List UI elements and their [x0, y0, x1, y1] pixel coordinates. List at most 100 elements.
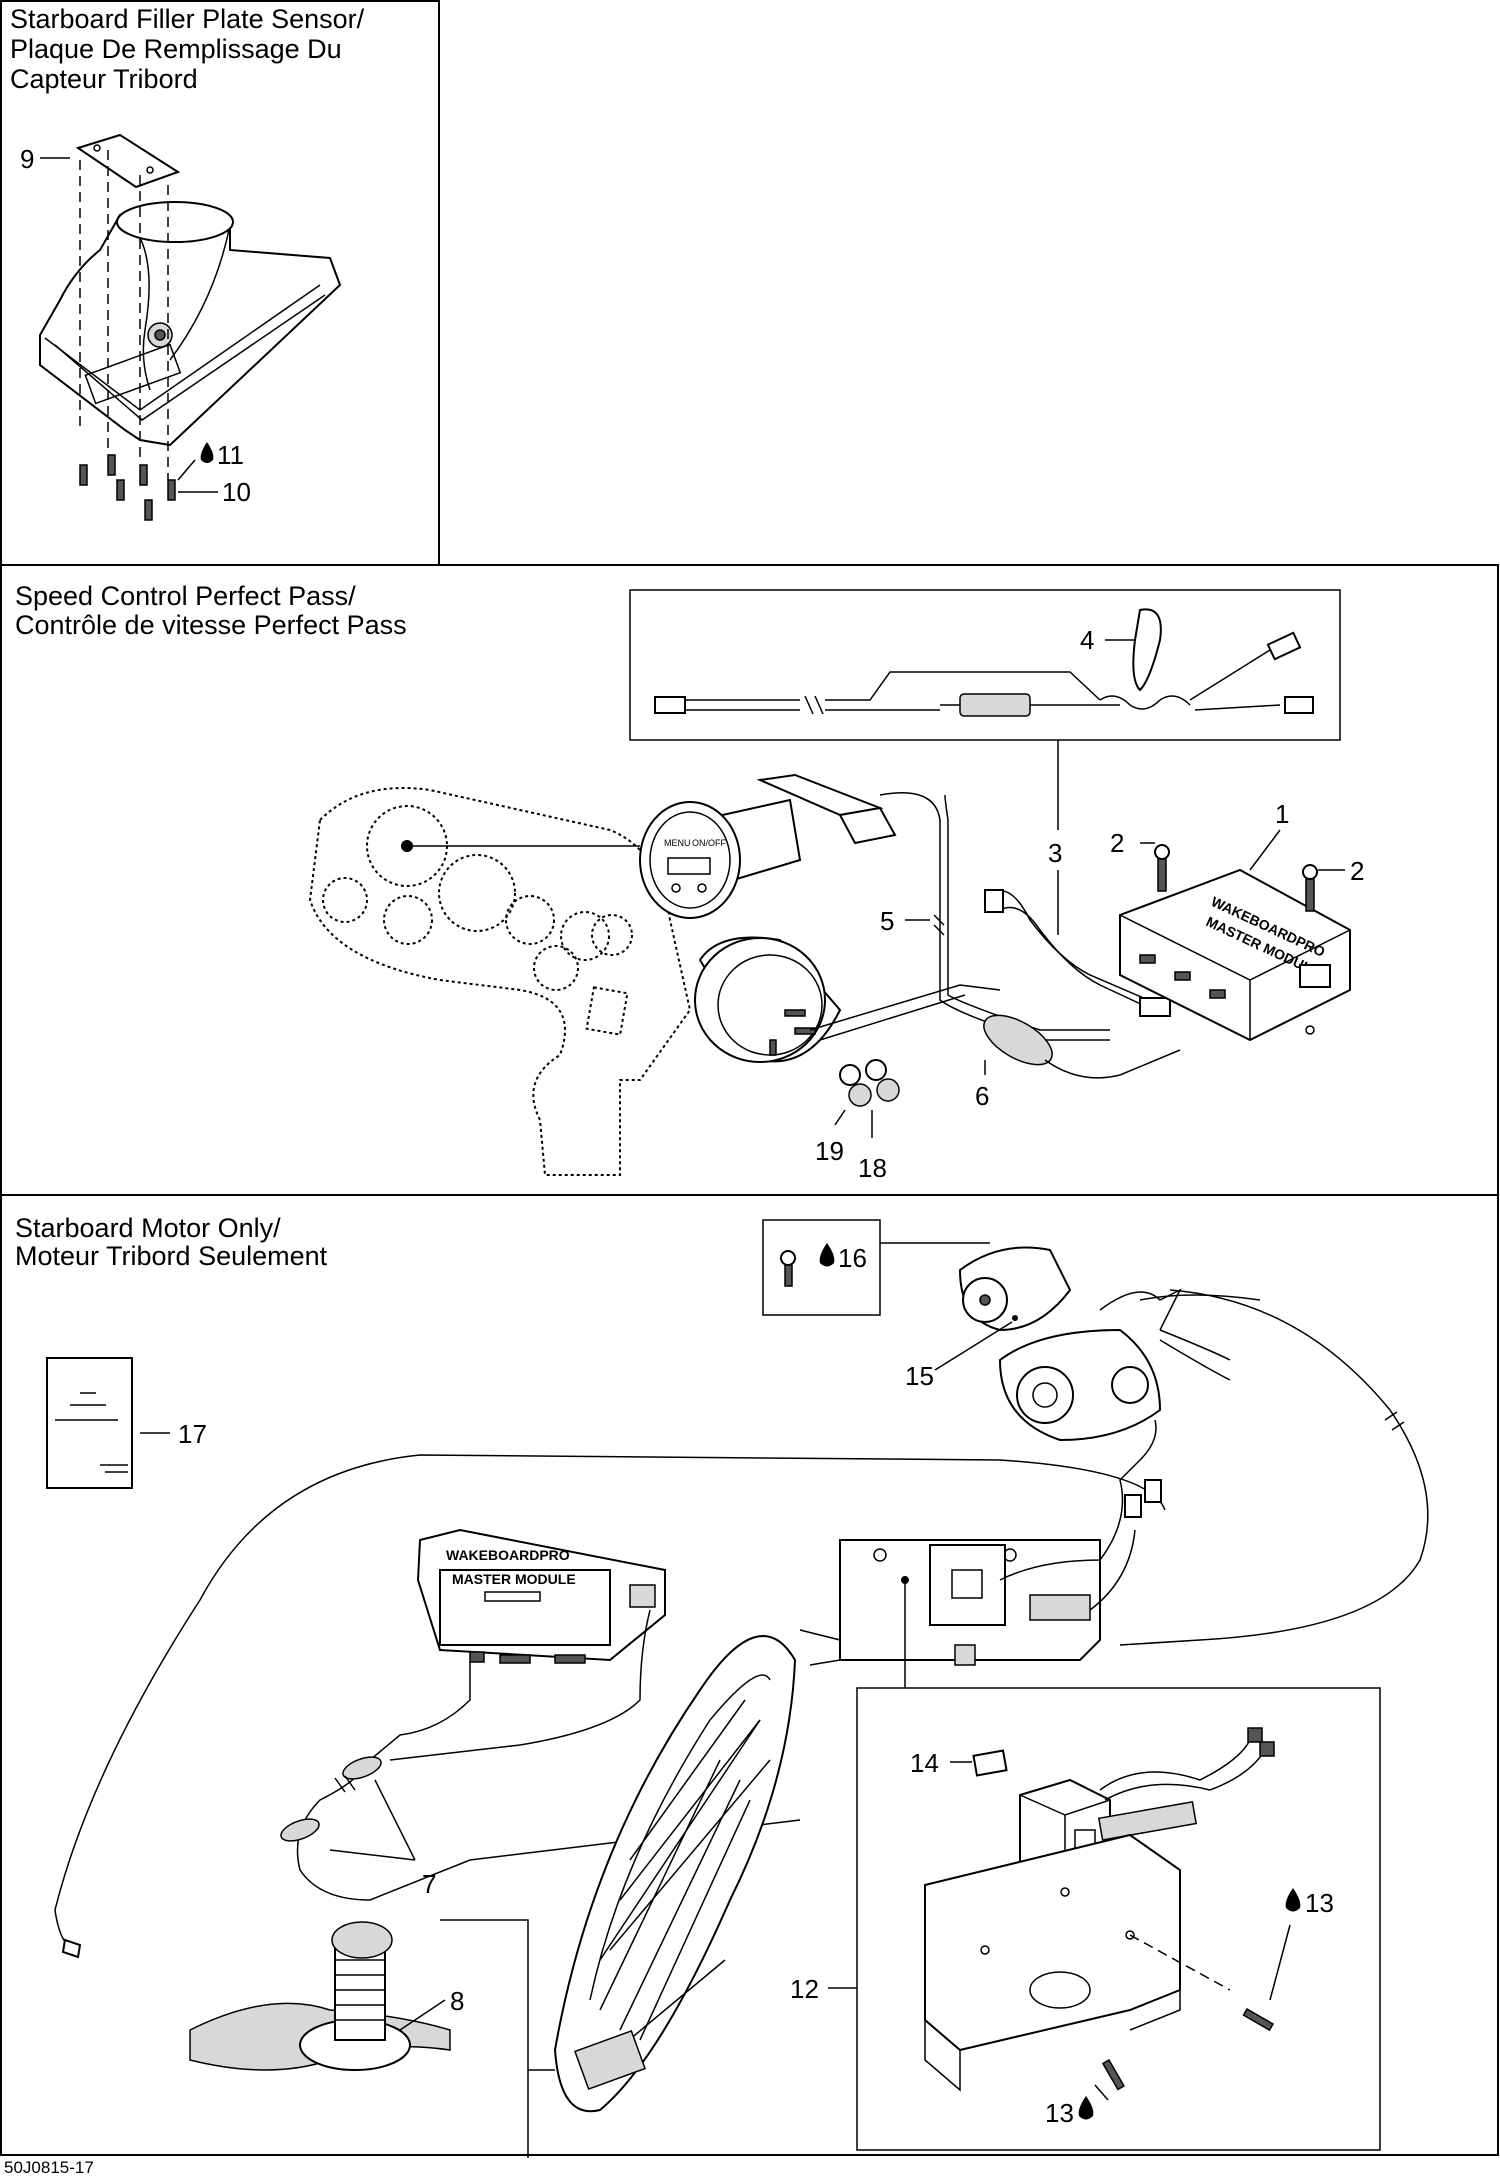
callout-1: 1	[1275, 799, 1289, 829]
throttle-wheel	[1016, 1366, 1074, 1424]
throttle-actuator	[958, 1246, 1261, 1442]
screw	[1305, 874, 1315, 912]
lubricant-drop-icon	[819, 1243, 835, 1267]
master-module-2: WAKEBOARDPRO MASTER MODULE	[416, 1528, 666, 1664]
callout-15: 15	[905, 1361, 934, 1391]
ground-wire	[54, 1454, 1166, 1951]
callout-8: 8	[450, 1986, 464, 2016]
module-housing	[1119, 868, 1351, 1042]
filler-neck-outline	[169, 224, 231, 361]
lubricant-drop-icon	[1285, 1888, 1301, 1912]
wiring-harness-inset: 4	[629, 589, 1341, 741]
callout-9: 9	[20, 144, 34, 174]
filler-opening	[116, 201, 234, 243]
module-brand-label: WAKEBOARDPRO	[446, 1547, 570, 1563]
harness-wire	[1189, 649, 1281, 711]
callout-5: 5	[880, 906, 894, 936]
gauge-stud	[794, 1027, 816, 1035]
plate-rim-inner	[54, 294, 326, 421]
dash-panel-outline	[308, 787, 692, 1176]
drawing-code: 50J0815-17	[4, 2158, 94, 2177]
bracket-line	[440, 1919, 529, 2158]
assembly-line	[1129, 1934, 1231, 1991]
nut	[876, 1078, 900, 1102]
gauge-stud	[784, 1009, 806, 1017]
master-module: WAKEBOARDPRO MASTER MODULE	[1119, 868, 1351, 1042]
callout-6: 6	[975, 1081, 989, 1111]
callout-leader	[1269, 1924, 1291, 2001]
section-title-filler-plate: Starboard Filler Plate Sensor/ Plaque De…	[10, 4, 365, 94]
inset-frame	[629, 589, 1341, 741]
callout-17: 17	[178, 1419, 207, 1449]
callout-leader	[834, 1109, 846, 1126]
harness-7	[389, 1609, 651, 1761]
gauge-label-menu: MENU	[664, 838, 691, 848]
gauge-button	[671, 883, 681, 893]
inset-frame	[762, 1219, 881, 1316]
harness-plug	[1124, 1494, 1142, 1518]
bracket-flange	[1129, 1988, 1181, 2031]
sensor-cap	[331, 1921, 393, 1959]
relay-window	[951, 1569, 983, 1599]
gauge-bezel	[639, 801, 741, 919]
section-title-speed-control: Speed Control Perfect Pass/ Contrôle de …	[15, 581, 407, 640]
screw	[116, 479, 125, 501]
dashboard-panel	[308, 787, 692, 1176]
callout-13b: 13	[1045, 2098, 1074, 2128]
callout-leader	[177, 459, 196, 481]
cable-5	[944, 794, 1110, 1031]
ring-terminal	[1284, 696, 1314, 714]
resistor	[1029, 1594, 1091, 1621]
connector-boot	[280, 1818, 320, 1842]
module-model-label: MASTER MODULE	[452, 1571, 576, 1587]
harness-3	[989, 890, 1161, 1006]
relay-harness	[999, 1419, 1157, 1611]
callout-2a: 2	[1110, 828, 1124, 858]
manual-booklet	[46, 1357, 133, 1489]
plate-rim	[44, 284, 321, 411]
dash-gauge-large	[438, 854, 516, 932]
bracket-hole	[980, 1945, 990, 1955]
gauge-label-onoff: ON/OFF	[692, 838, 726, 848]
callout-leader	[399, 1999, 446, 2031]
module-connector	[499, 1654, 531, 1664]
bracket-12	[924, 1833, 1181, 2052]
callout-leader	[1094, 2084, 1109, 2101]
sensor-body	[334, 1944, 386, 2041]
callout-19: 19	[815, 1136, 844, 1166]
harness-plug	[1259, 1741, 1275, 1757]
harness-wire	[685, 699, 800, 711]
gauge-stud	[769, 1039, 777, 1056]
lubricant-drop-icon	[200, 442, 214, 463]
callout-leader	[329, 1779, 416, 1861]
sensor-port-center	[154, 329, 166, 341]
dash-gauge-small	[560, 911, 610, 961]
washer	[839, 1064, 861, 1086]
screw	[79, 464, 88, 486]
sensor-mount	[84, 343, 182, 405]
screw	[144, 499, 153, 521]
dash-gauge-small	[505, 895, 555, 945]
linkage	[1099, 1288, 1182, 1331]
screw	[1157, 854, 1167, 892]
harness-wire	[825, 671, 1101, 711]
dash-gauge-small	[383, 895, 433, 945]
callout-11: 11	[217, 440, 244, 470]
relay	[929, 1544, 1006, 1626]
harness-plug	[984, 889, 1004, 913]
screw	[107, 454, 116, 476]
module-port	[629, 1584, 656, 1608]
pointer-dot	[1012, 1315, 1018, 1321]
screw-hole	[146, 166, 154, 174]
module-port	[1299, 964, 1331, 988]
harness-plug	[1247, 1727, 1263, 1743]
screw	[139, 464, 148, 486]
screw-set	[79, 454, 176, 521]
fuse-block	[972, 1749, 1008, 1777]
title-line: Moteur Tribord Seulement	[15, 1241, 328, 1271]
hull-stringers	[589, 1674, 771, 2041]
sensor-wire	[809, 984, 1001, 1041]
callout-16: 16	[838, 1243, 867, 1273]
perfect-pass-display: MENU ON/OFF	[639, 773, 897, 919]
